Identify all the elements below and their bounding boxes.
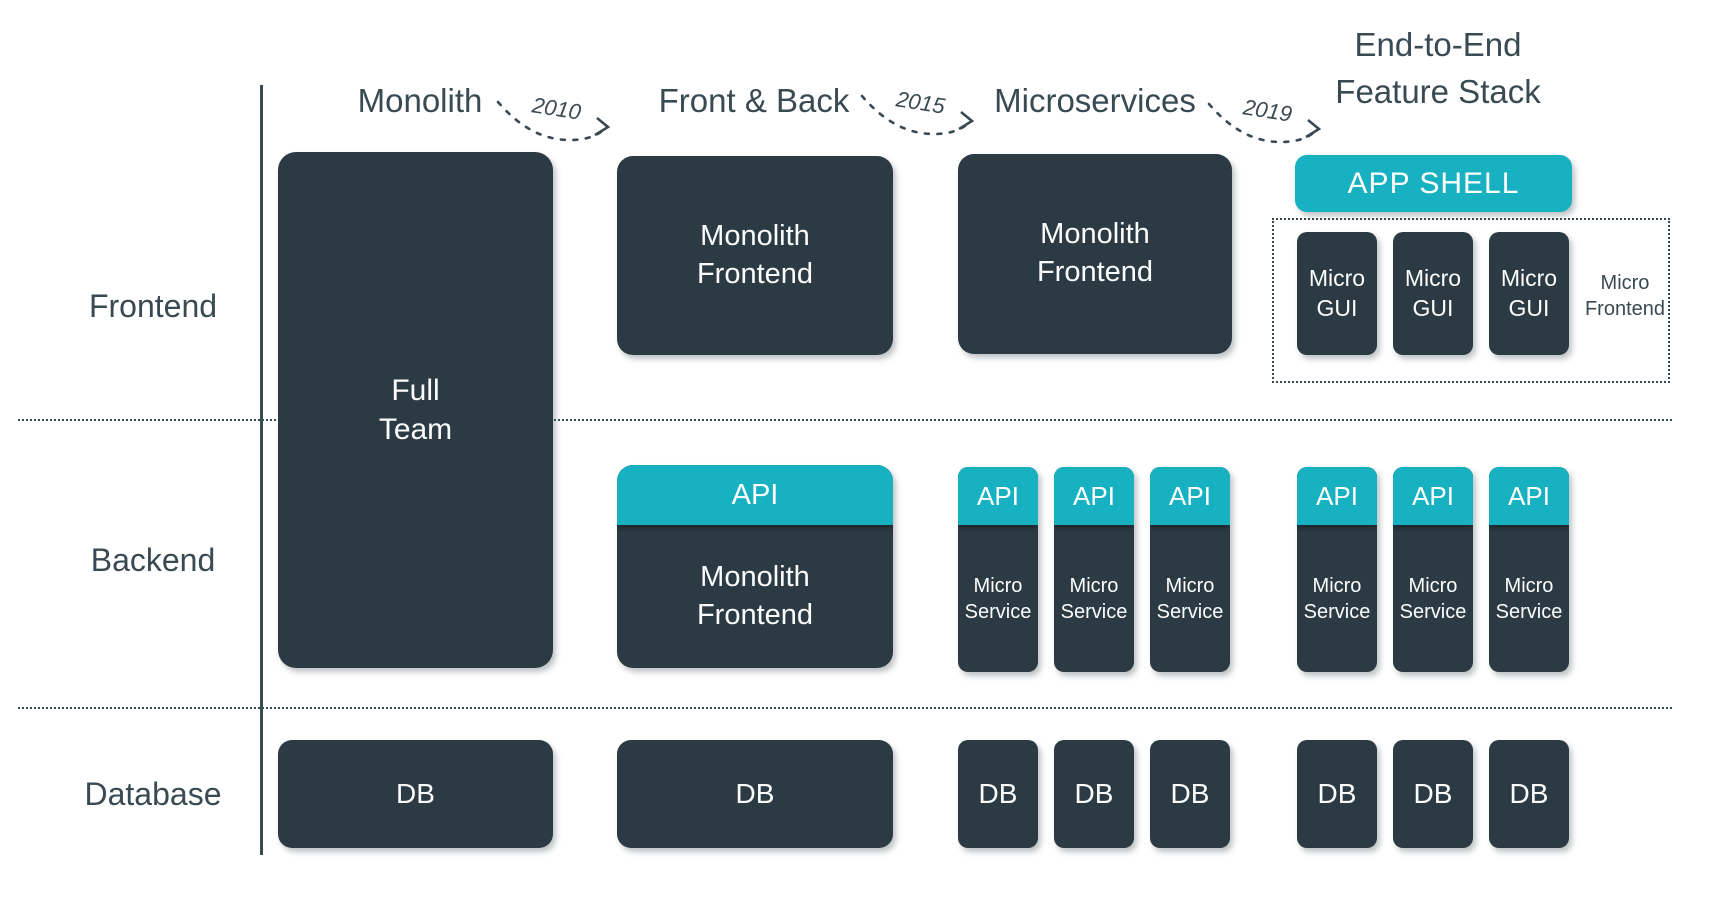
frontback-backend-box: API Monolith Frontend	[617, 465, 893, 668]
full-team-box: Full Team	[278, 152, 553, 668]
service-body: Micro Service	[1495, 574, 1563, 623]
e2e-db-box: DB	[1297, 740, 1377, 848]
api-header: API	[1297, 467, 1377, 525]
evolution-arrow-2019: 2019	[1205, 94, 1330, 153]
e2e-service-box: API Micro Service	[1393, 467, 1473, 672]
evolution-arrow-2010: 2010	[494, 92, 619, 151]
micro-frontend-frame	[1272, 218, 1670, 383]
microservice-box: API Micro Service	[1150, 467, 1230, 672]
column-title-monolith: Monolith	[357, 82, 483, 119]
api-header: API	[958, 467, 1038, 525]
row-axis-line	[260, 85, 263, 855]
row-label-database: Database	[84, 776, 222, 812]
micro-gui-box: Micro GUI	[1489, 232, 1569, 355]
e2e-db-box: DB	[1489, 740, 1569, 848]
microservice-box: API Micro Service	[958, 467, 1038, 672]
arrow-curve-icon	[860, 94, 975, 136]
micro-gui-box: Micro GUI	[1393, 232, 1473, 355]
e2e-service-box: API Micro Service	[1489, 467, 1569, 672]
micro-gui-box: Micro GUI	[1297, 232, 1377, 355]
service-body: Micro Service	[1399, 574, 1467, 623]
arrow-curve-icon	[1207, 102, 1322, 144]
e2e-db-box: DB	[1393, 740, 1473, 848]
api-header: API	[1393, 467, 1473, 525]
column-title-microservices: Microservices	[994, 82, 1196, 119]
row-label-backend: Backend	[90, 542, 216, 578]
microservice-db-box: DB	[1150, 740, 1230, 848]
evolution-arrow-2015: 2015	[858, 86, 983, 145]
api-header: API	[1489, 467, 1569, 525]
column-title-front-back: Front & Back	[658, 82, 850, 119]
service-body: Micro Service	[1060, 574, 1128, 623]
service-body: Micro Service	[1156, 574, 1224, 623]
micro-frontend-label: Micro Frontend	[1584, 272, 1666, 321]
microservices-frontend-box: Monolith Frontend	[958, 154, 1232, 354]
monolith-db-box: DB	[278, 740, 553, 848]
microservice-db-box: DB	[958, 740, 1038, 848]
api-header: API	[1054, 467, 1134, 525]
api-header: API	[1150, 467, 1230, 525]
app-shell-bar: APP SHELL	[1295, 155, 1572, 212]
column-title-e2e-feature-stack: End-to-End Feature Stack	[1335, 26, 1541, 110]
backend-body: Monolith Frontend	[696, 560, 814, 631]
frontback-frontend-box: Monolith Frontend	[617, 156, 893, 355]
row-label-frontend: Frontend	[88, 288, 218, 324]
e2e-service-box: API Micro Service	[1297, 467, 1377, 672]
service-body: Micro Service	[964, 574, 1032, 623]
row-divider-backend-database	[18, 707, 1672, 709]
row-divider-frontend-backend	[18, 419, 1672, 421]
microservice-db-box: DB	[1054, 740, 1134, 848]
api-header: API	[617, 465, 893, 525]
microservice-box: API Micro Service	[1054, 467, 1134, 672]
arrow-curve-icon	[496, 100, 611, 142]
service-body: Micro Service	[1303, 574, 1371, 623]
frontback-db-box: DB	[617, 740, 893, 848]
